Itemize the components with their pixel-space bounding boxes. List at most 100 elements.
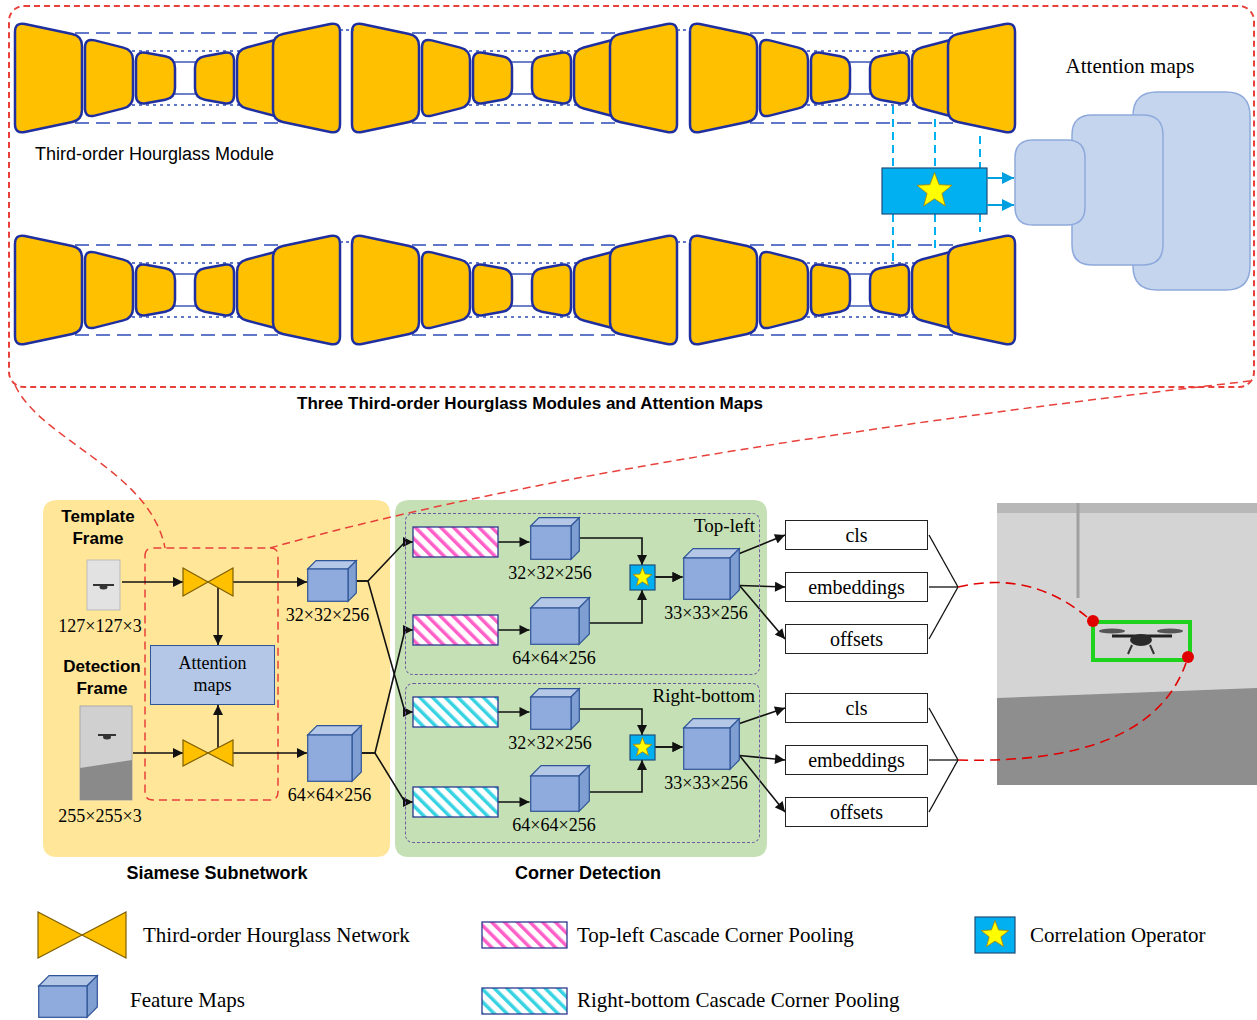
zoom-region: Three Third-order Hourglass Modules and …	[8, 5, 1255, 388]
panel-fill	[43, 500, 390, 857]
correlation-star	[981, 921, 1008, 947]
cube-front	[39, 986, 87, 1017]
cascade-corner-pooling	[413, 697, 498, 727]
box-label: embeddings	[808, 575, 905, 599]
attention-map-shapes	[1012, 50, 1254, 292]
bracket-line	[929, 586, 958, 587]
arrow	[987, 177, 1014, 179]
connector	[740, 586, 786, 588]
skip-connection	[677, 29, 691, 30]
feature-map-cube: 64×64×256	[530, 597, 590, 645]
subnetwork-panel: Corner DetectionTop-left32×32×25664×64×2…	[395, 500, 767, 857]
box-label: offsets	[830, 800, 883, 824]
hourglass-stage	[690, 24, 757, 133]
hourglass-stage	[352, 24, 419, 133]
text-label: 255×255×3	[58, 806, 141, 827]
feature-map-cube: 32×32×256	[530, 688, 580, 730]
bracket-line	[929, 708, 958, 760]
cube-side	[348, 561, 356, 602]
arrow	[133, 752, 183, 754]
photo-floor	[997, 688, 1257, 785]
feature-tap	[892, 106, 894, 168]
hourglass-stage	[136, 53, 175, 104]
feature-map-cube: 64×64×256	[530, 765, 590, 812]
cube-side	[579, 765, 589, 811]
skip-connection	[75, 32, 280, 34]
hourglass-stage	[15, 24, 82, 133]
cube-drawing	[307, 725, 362, 782]
drone-body	[103, 735, 111, 740]
dimension-label: 32×32×256	[508, 733, 591, 754]
feature-tap	[979, 214, 981, 232]
dimension-label: 32×32×256	[508, 563, 591, 584]
skip-connection	[677, 241, 691, 242]
zoom-line	[270, 381, 1250, 548]
hourglass-stage	[15, 236, 82, 345]
feature-tap	[934, 119, 936, 168]
skip-connection	[340, 29, 354, 30]
hourglass-stage	[473, 265, 512, 316]
hourglass-stage	[136, 265, 175, 316]
cube-side	[571, 517, 579, 559]
hourglass-stage	[870, 53, 909, 104]
cube-side	[730, 548, 739, 599]
output-box: offsets	[785, 624, 928, 654]
corner-link	[958, 663, 1186, 760]
feature-map-cube: 33×33×256	[683, 718, 740, 770]
hourglass-stage	[532, 265, 571, 316]
drone-body	[100, 585, 108, 590]
hourglass-stage	[811, 265, 850, 316]
feature-map-cube: 32×32×256	[307, 560, 357, 602]
panel-title: Corner Detection	[515, 862, 661, 884]
zoom-source-box	[145, 548, 278, 800]
hourglass-stage	[870, 265, 909, 316]
box-label: offsets	[830, 627, 883, 651]
cascade-corner-pooling	[413, 527, 498, 557]
cube-front	[308, 735, 352, 781]
dimension-label: 64×64×256	[288, 785, 371, 806]
cube-drawing	[530, 597, 590, 645]
template-image	[87, 560, 120, 610]
cascade-corner-pooling	[413, 787, 498, 817]
skip-connection	[412, 122, 617, 124]
legend-label: Top-left Cascade Corner Pooling	[577, 923, 854, 947]
hourglass-stage	[532, 53, 571, 104]
skip-connection	[75, 334, 280, 336]
correlation-box	[630, 735, 655, 760]
hourglass-stage	[760, 40, 808, 116]
connector	[740, 535, 786, 554]
output-box: embeddings	[785, 572, 928, 602]
hourglass-symbol	[38, 912, 82, 958]
photo-wall	[997, 503, 1257, 785]
panel-title: Siamese Subnetwork	[126, 862, 307, 884]
hourglass-symbol	[208, 568, 233, 596]
correlation-box	[630, 565, 655, 590]
bracket-line	[929, 535, 958, 587]
correlation-box	[975, 917, 1015, 953]
correlation-star	[633, 568, 652, 586]
hourglass-stage	[473, 53, 512, 104]
cube-front	[530, 776, 578, 811]
drone-leg	[1128, 645, 1132, 654]
cascade-corner-pooling	[413, 615, 498, 645]
output-box: Attention maps	[150, 645, 275, 705]
skip-connection	[412, 334, 617, 336]
bracket-line	[929, 759, 958, 760]
cube-front	[308, 569, 348, 601]
hourglass-stage	[85, 40, 133, 116]
text-label: Third-order Hourglass Module	[35, 143, 274, 165]
connector	[740, 756, 786, 761]
hourglass-stage	[195, 265, 234, 316]
drone-rotor	[1099, 629, 1125, 634]
cube-drawing	[530, 765, 590, 812]
panel-title: Three Third-order Hourglass Modules and …	[297, 393, 763, 415]
detection-image	[80, 706, 132, 800]
dimension-label: 64×64×256	[512, 648, 595, 669]
bracket-line	[929, 587, 958, 639]
output-box: embeddings	[785, 745, 928, 775]
hourglass-stage	[690, 236, 757, 345]
connector	[357, 581, 530, 712]
corner-dot	[1182, 651, 1194, 663]
skip-connection	[750, 244, 955, 246]
